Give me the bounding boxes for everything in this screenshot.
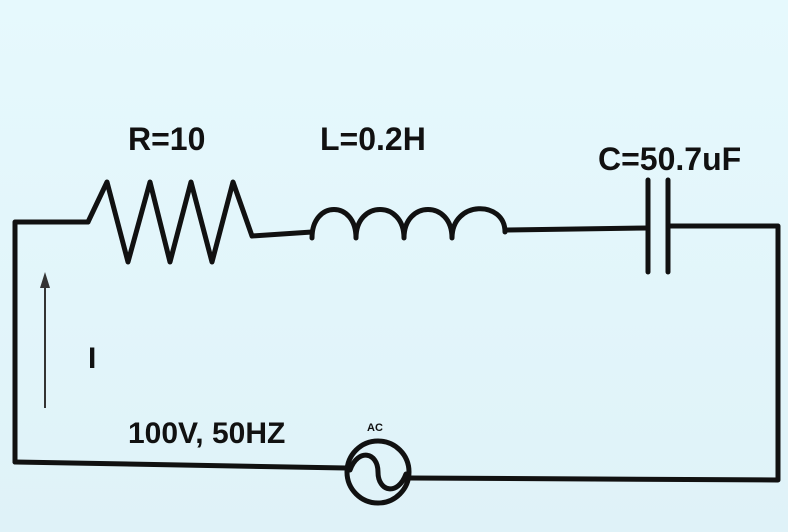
wire-bottom-left bbox=[12, 459, 349, 471]
inductor-symbol bbox=[309, 206, 508, 241]
ac-label: AC bbox=[367, 422, 383, 434]
resistor-symbol bbox=[85, 179, 315, 265]
wire-top-middle bbox=[502, 225, 651, 233]
resistor-label: R=10 bbox=[128, 121, 205, 157]
capacitor-label: C=50.7uF bbox=[598, 141, 741, 177]
ac-source-circle bbox=[344, 438, 412, 506]
source-label: 100V, 50HZ bbox=[128, 417, 285, 450]
wire-right bbox=[407, 223, 781, 483]
ac-source-sine-icon bbox=[347, 452, 409, 492]
current-label: I bbox=[88, 342, 96, 375]
inductor-label: L=0.2H bbox=[320, 121, 426, 157]
wire-top-left bbox=[12, 219, 91, 465]
current-arrow bbox=[40, 272, 50, 408]
